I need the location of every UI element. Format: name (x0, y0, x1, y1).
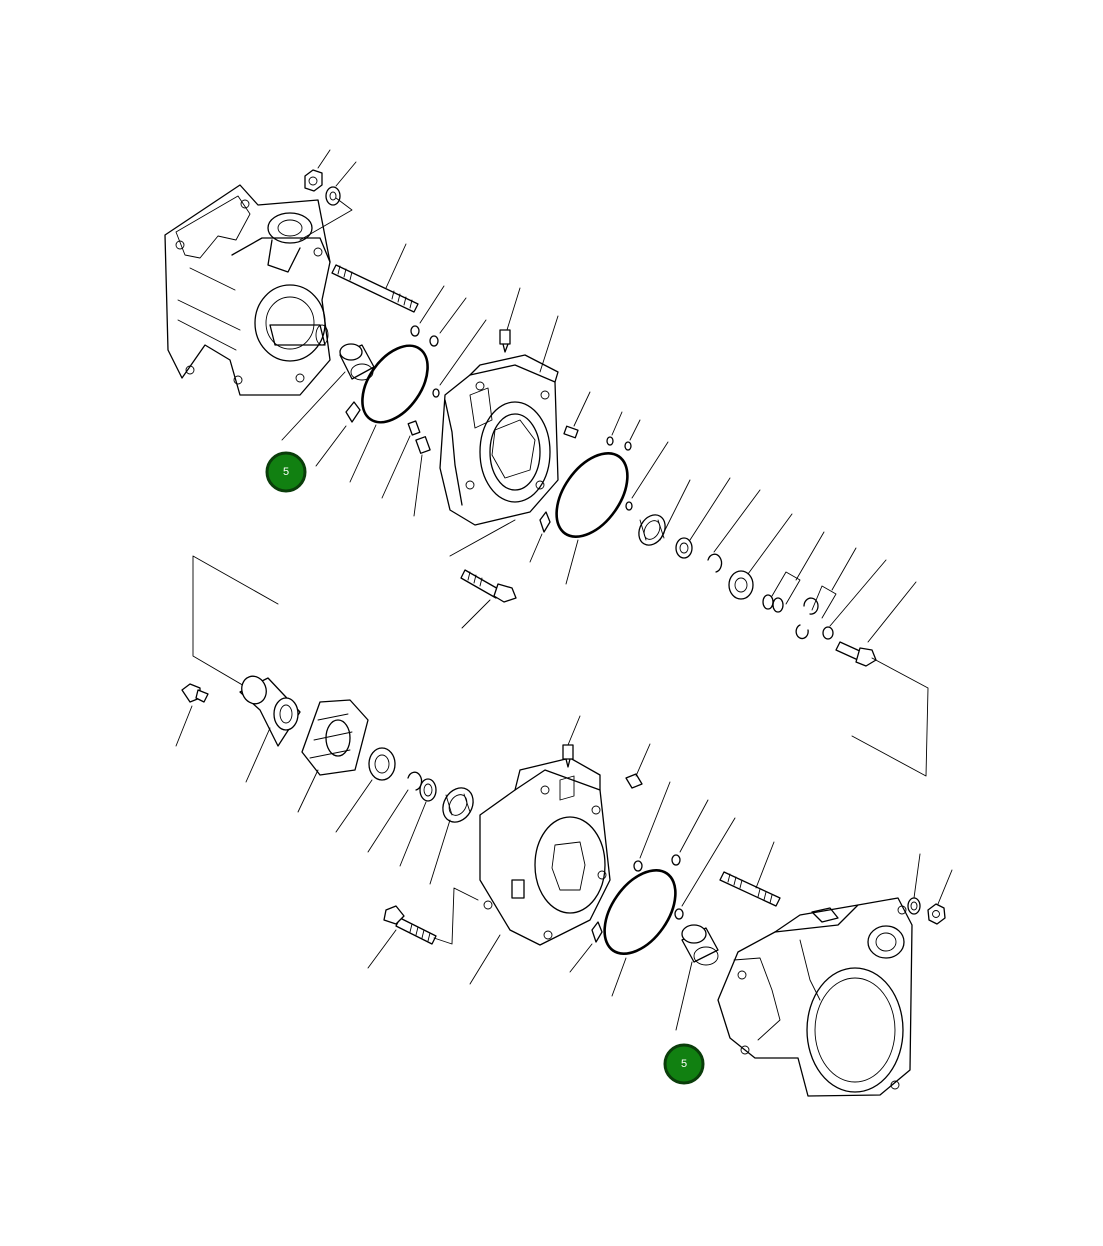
lower-snap-ring-and-washer (367, 771, 437, 867)
callout-label-lower[interactable]: 5 (681, 1058, 687, 1070)
upper-shaft-bearing (638, 479, 691, 546)
callout-badge-5-upper[interactable]: 5 (265, 451, 307, 493)
upper-retaining-rings (762, 531, 857, 640)
lower-long-stud-bolt (719, 841, 781, 907)
lower-impeller (297, 699, 369, 813)
upper-oil-seal (728, 513, 793, 600)
lower-plug (625, 743, 651, 789)
lower-small-seal (569, 921, 603, 973)
upper-mid-orings (606, 411, 669, 511)
upper-flange-bolt (449, 519, 517, 629)
assembly-link-lines (192, 555, 929, 777)
lower-flange-bolt (367, 887, 479, 969)
upper-small-seal (315, 401, 361, 467)
upper-shaft-washers (675, 477, 761, 573)
upper-second-large-oring (555, 451, 629, 585)
lower-drive-flange (239, 675, 301, 783)
lower-small-orings (633, 781, 736, 920)
upper-bushing (281, 343, 375, 441)
lower-bearing (429, 787, 474, 885)
lower-nut-and-washer (907, 853, 953, 925)
upper-long-stud-bolt (331, 243, 419, 313)
lower-large-oring (603, 868, 677, 997)
upper-small-orings (410, 285, 487, 398)
lower-pump-housing (717, 897, 913, 1097)
upper-dowel-pins (381, 420, 431, 517)
upper-cap-bolt (822, 559, 917, 667)
lower-cap-screw (175, 683, 209, 747)
upper-second-small-seal (529, 511, 551, 563)
lower-bushing (675, 924, 719, 1031)
lower-gear-case (469, 715, 611, 985)
callout-badge-5-lower[interactable]: 5 (663, 1043, 705, 1085)
lower-seal-ring (335, 747, 396, 833)
upper-large-oring (349, 344, 429, 483)
upper-pump-housing (164, 184, 331, 396)
upper-nut-and-washer (299, 149, 357, 241)
callout-label-upper[interactable]: 5 (283, 466, 289, 478)
upper-gear-case (439, 287, 591, 526)
